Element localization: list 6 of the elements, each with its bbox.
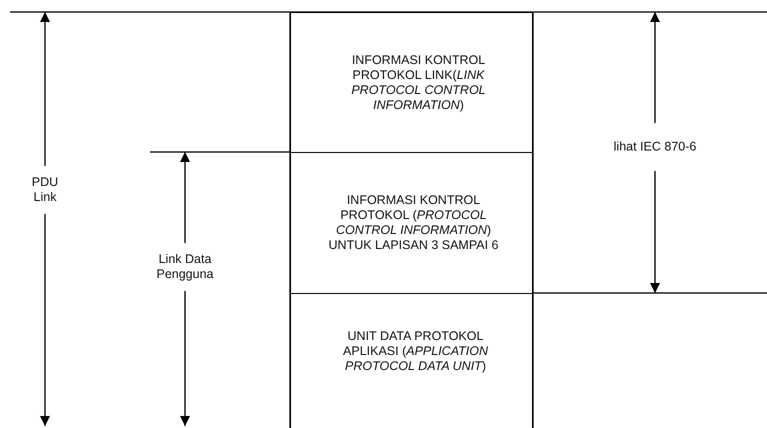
field-text: INFORMASI KONTROL PROTOKOL LINK(LINK PROTOCOL CONTROL INFORMATION) (350, 52, 487, 112)
protocol-field-box (290, 152, 533, 293)
field-text: INFORMASI KONTROL PROTOKOL (PROTOCOL CONTROL INFORMATION) UNTUK LAPISAN 3 SAMPAI 6 (328, 193, 500, 253)
protocol-field-box (290, 293, 533, 428)
protocol-field-box (290, 12, 533, 152)
field-text: UNIT DATA PROTOKOL APLIKASI (APPLICATION PROTOCOL DATA UNIT) (342, 328, 489, 374)
